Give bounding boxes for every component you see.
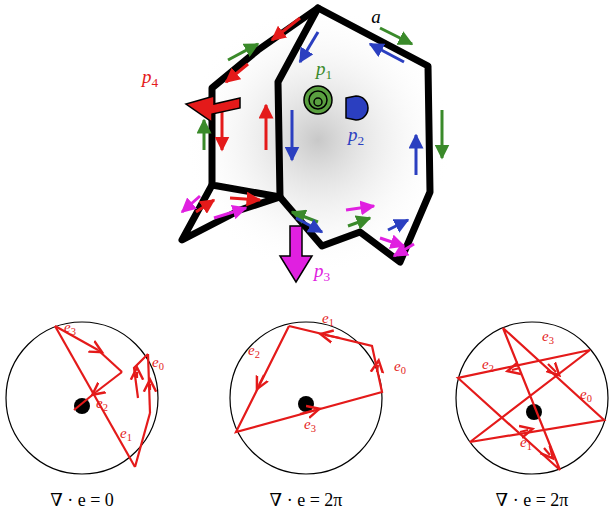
caption: ∇ · e = 2π bbox=[496, 491, 569, 509]
edge-label: e3 bbox=[304, 417, 316, 434]
edge-label: e2 bbox=[482, 357, 494, 374]
operator-label: p2 bbox=[348, 125, 364, 147]
edge-label: e1 bbox=[520, 435, 532, 452]
operator-label: p1 bbox=[316, 59, 332, 81]
caption: ∇ · e = 2π bbox=[270, 491, 343, 509]
edge-label: e0 bbox=[580, 387, 592, 404]
edge-label: e3 bbox=[542, 329, 554, 346]
edge-label: e0 bbox=[394, 359, 406, 376]
edge-label: e2 bbox=[248, 343, 260, 360]
edge-label: e3 bbox=[64, 320, 76, 337]
edge-label: e2 bbox=[96, 396, 108, 413]
operator-label: p3 bbox=[314, 261, 330, 283]
edge-label: e1 bbox=[120, 426, 132, 443]
edge-label: e1 bbox=[322, 311, 334, 328]
operator-label: p4 bbox=[142, 67, 158, 89]
edge-label: e0 bbox=[152, 355, 164, 372]
caption: ∇ · e = 0 bbox=[50, 491, 114, 509]
lattice-spacing: a bbox=[371, 7, 381, 26]
